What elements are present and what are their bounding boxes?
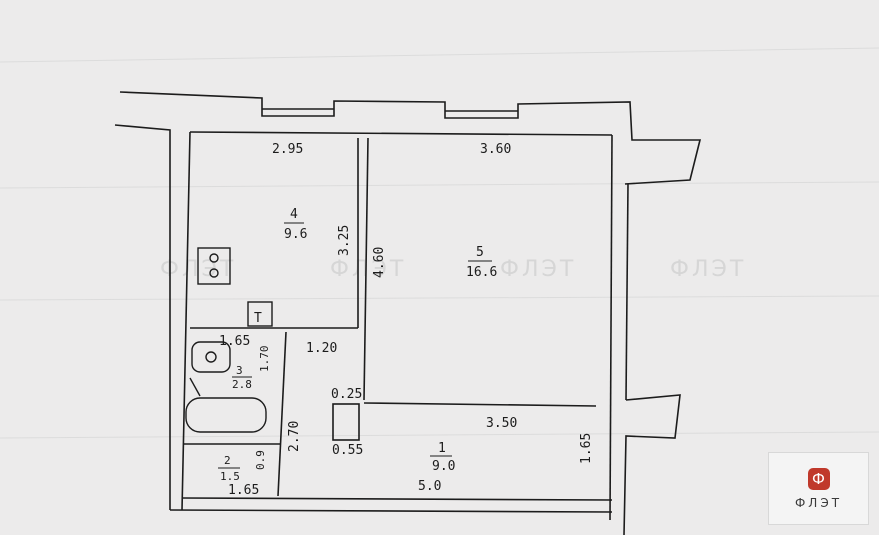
- dim-pillar-depth: 0.55: [332, 443, 363, 458]
- room-area: 1.5: [220, 470, 240, 483]
- dim-hall-side: 1.65: [579, 433, 594, 464]
- logo-text: ФЛЭТ: [794, 495, 843, 510]
- dim-pillar-width: 0.25: [331, 387, 362, 402]
- partition-5-bottom: [363, 402, 597, 407]
- watermark-text: ФЛЭТ: [500, 257, 576, 282]
- dim-hall-height: 2.70: [287, 421, 302, 452]
- room-number: 4: [290, 207, 298, 222]
- watermark-group: ФЛЭТ ФЛЭТ ФЛЭТ ФЛЭТ: [160, 257, 746, 282]
- room-number: 2: [224, 454, 231, 467]
- watermark-text: ФЛЭТ: [330, 257, 406, 282]
- room-number: 3: [236, 364, 243, 377]
- dimension-labels: 2.95 3.60 3.25 4.60 1.65 1.20 1.70 0.25 …: [219, 142, 594, 498]
- stove-icon: [197, 247, 231, 285]
- room-area: 9.0: [432, 459, 455, 474]
- outer-wall-right-step: [623, 394, 681, 535]
- sink-icon: [191, 341, 231, 373]
- brand-logo: Ф ФЛЭТ: [768, 452, 869, 525]
- dim-corridor-width: 1.20: [306, 341, 337, 356]
- drain-icon: [205, 351, 217, 363]
- dim-wc-depth: 0.9: [254, 450, 267, 470]
- heater-box-icon: [247, 301, 273, 327]
- watermark-text: ФЛЭТ: [160, 257, 236, 282]
- dim-hall-width: 3.50: [486, 416, 517, 431]
- partition-bath: [277, 331, 287, 497]
- inner-wall-top: [189, 131, 613, 136]
- burner-icon: [209, 268, 219, 278]
- pipe-icon: [189, 377, 201, 397]
- partition-5-wall: [363, 137, 369, 401]
- outer-wall-left-outer: [114, 124, 171, 510]
- burner-icon: [209, 253, 219, 263]
- room-number: 1: [438, 441, 446, 456]
- dim-wc-width: 1.65: [228, 483, 259, 498]
- background-rules: [0, 47, 879, 439]
- outer-wall-bottom: [169, 509, 613, 513]
- fixtures: [185, 247, 273, 433]
- room-labels: 4 9.6 5 16.6 3 2.8 2 1.5 1 9.0 T: [218, 207, 497, 483]
- dim-bath-width: 1.65: [219, 334, 250, 349]
- inner-wall-bottom: [181, 497, 613, 501]
- outer-wall-right: [625, 183, 629, 401]
- room-number: 5: [476, 245, 484, 260]
- dim-room5-height: 4.60: [372, 247, 387, 278]
- dim-top-left: 2.95: [272, 142, 303, 157]
- dim-bath-height: 1.70: [258, 346, 271, 373]
- dim-hall-length: 5.0: [418, 479, 441, 494]
- room-area: 16.6: [466, 265, 497, 280]
- dim-top-right: 3.60: [480, 142, 511, 157]
- stove-mark: T: [254, 311, 262, 326]
- outer-wall-left-inner: [181, 131, 191, 511]
- room-area: 2.8: [232, 378, 252, 391]
- logo-mark-icon: Ф: [807, 467, 830, 490]
- walls: [114, 91, 702, 535]
- bathtub-icon: [185, 397, 267, 433]
- dim-room4-height: 3.25: [337, 225, 352, 256]
- inner-wall-right: [609, 134, 613, 521]
- outer-wall-top: [119, 91, 702, 185]
- pillar: [332, 403, 360, 441]
- watermark-text: ФЛЭТ: [670, 257, 746, 282]
- room-area: 9.6: [284, 227, 307, 242]
